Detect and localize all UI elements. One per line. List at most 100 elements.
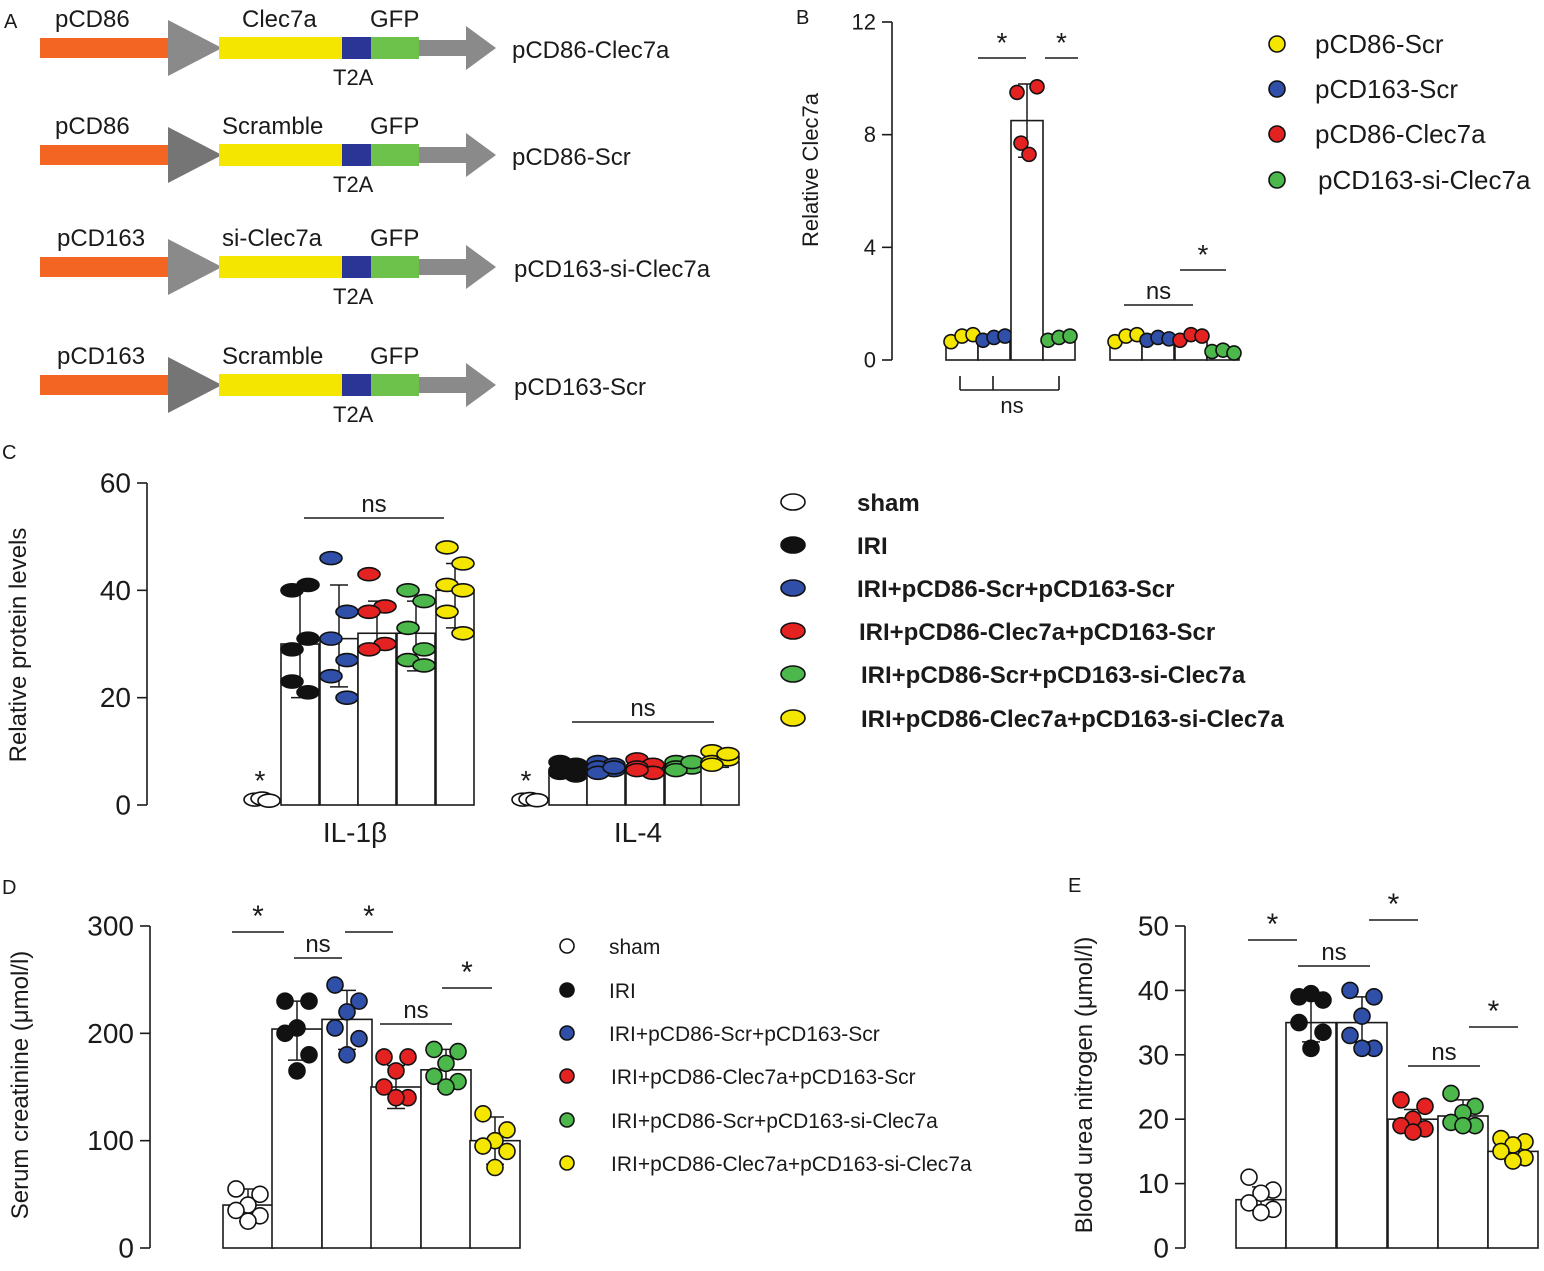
d-annotation: ns bbox=[403, 997, 428, 1024]
promoter-bar bbox=[40, 38, 170, 58]
d-annotation: * bbox=[461, 956, 473, 989]
c-data-point bbox=[319, 550, 343, 566]
d-y-tick-label: 300 bbox=[87, 911, 134, 942]
promoter-arrow bbox=[168, 127, 222, 183]
d-data-point bbox=[474, 1105, 492, 1123]
construct-name: pCD86-Scr bbox=[512, 144, 631, 171]
c-data-point bbox=[412, 642, 436, 657]
d-data-point bbox=[326, 976, 344, 994]
e-y-tick-label: 30 bbox=[1138, 1039, 1169, 1070]
d-data-point bbox=[276, 992, 294, 1010]
gfp-bar bbox=[371, 374, 419, 396]
c-data-point bbox=[451, 556, 475, 571]
e-annotation: * bbox=[1488, 995, 1500, 1028]
d-data-point bbox=[288, 1062, 306, 1080]
t2a-label: T2A bbox=[333, 172, 374, 197]
c-data-point bbox=[296, 684, 320, 700]
d-data-point bbox=[350, 992, 368, 1010]
c-data-point bbox=[335, 604, 359, 620]
c-data-point bbox=[280, 642, 304, 657]
d-y-tick-label: 200 bbox=[87, 1018, 134, 1049]
tail-bar bbox=[419, 147, 468, 163]
d-legend-label: sham bbox=[609, 936, 660, 959]
tail-arrow bbox=[466, 363, 496, 407]
d-data-point bbox=[486, 1158, 504, 1177]
c-legend-marker bbox=[780, 536, 806, 554]
c-annotation: * bbox=[255, 765, 266, 796]
gfp-label: GFP bbox=[370, 113, 419, 140]
b-data-point bbox=[1194, 328, 1210, 344]
c-data-point bbox=[296, 577, 320, 593]
insert-bar bbox=[219, 37, 342, 59]
c-data-point bbox=[451, 625, 475, 641]
d-data-point bbox=[449, 1042, 467, 1061]
insert-bar bbox=[219, 374, 342, 396]
c-y-axis-title: Relative protein levels bbox=[5, 528, 32, 763]
c-y-tick-label: 20 bbox=[100, 682, 131, 713]
e-y-axis-title: Blood urea nitrogen (μmol/l) bbox=[1071, 937, 1098, 1234]
e-data-point bbox=[1302, 984, 1320, 1003]
d-legend-marker bbox=[559, 1112, 575, 1128]
e-y-tick-label: 10 bbox=[1138, 1168, 1169, 1199]
d-data-point bbox=[399, 1048, 417, 1066]
c-data-point bbox=[257, 793, 281, 809]
e-data-point bbox=[1392, 1091, 1410, 1109]
c-data-point bbox=[700, 757, 724, 773]
d-legend-marker bbox=[559, 1025, 575, 1041]
e-bar bbox=[1437, 1115, 1489, 1249]
promoter-bar bbox=[40, 257, 170, 277]
d-data-point bbox=[498, 1121, 516, 1139]
b-legend-label: pCD86-Clec7a bbox=[1315, 119, 1486, 149]
panel-label-a: A bbox=[4, 11, 18, 33]
b-y-tick-label: 0 bbox=[864, 348, 876, 373]
c-data-point bbox=[525, 792, 549, 808]
c-legend-marker bbox=[780, 665, 806, 683]
c-data-point bbox=[396, 620, 420, 636]
d-y-axis-title: Serum creatinine (μmol/l) bbox=[7, 951, 34, 1220]
c-annotation: ns bbox=[361, 491, 386, 518]
construct-name: pCD163-Scr bbox=[514, 374, 646, 401]
d-data-point bbox=[300, 1046, 318, 1064]
c-data-point bbox=[319, 631, 343, 646]
d-data-point bbox=[387, 1088, 405, 1107]
insert-label: Scramble bbox=[222, 343, 323, 370]
b-y-tick-label: 8 bbox=[864, 122, 876, 147]
c-data-point bbox=[412, 658, 436, 673]
e-data-point bbox=[1353, 1007, 1371, 1025]
d-data-point bbox=[375, 1048, 393, 1066]
e-bar bbox=[1387, 1118, 1439, 1249]
d-legend-label: IRI+pCD86-Scr+pCD163-Scr bbox=[609, 1023, 880, 1046]
d-legend-marker bbox=[559, 938, 575, 954]
t2a-label: T2A bbox=[333, 65, 374, 90]
b-legend-marker bbox=[1268, 35, 1286, 53]
panel-label-d: D bbox=[2, 877, 16, 899]
tail-arrow bbox=[466, 26, 496, 70]
e-data-point bbox=[1504, 1152, 1522, 1170]
c-data-point bbox=[602, 760, 626, 775]
b-legend-label: pCD163-Scr bbox=[1315, 74, 1458, 104]
promoter-bar bbox=[40, 145, 170, 165]
e-data-point bbox=[1341, 981, 1359, 1000]
tail-arrow bbox=[466, 245, 496, 289]
c-data-point bbox=[451, 583, 475, 598]
c-x-tick-label: IL-1β bbox=[323, 817, 387, 848]
c-data-point bbox=[335, 652, 359, 668]
c-data-point bbox=[435, 540, 459, 555]
e-bar bbox=[1285, 1021, 1337, 1249]
d-data-point bbox=[227, 1201, 245, 1220]
construct-name: pCD163-si-Clec7a bbox=[514, 256, 711, 283]
d-data-point bbox=[276, 1024, 294, 1043]
c-data-point bbox=[357, 604, 381, 620]
gfp-bar bbox=[371, 37, 419, 59]
b-annotation: * bbox=[1198, 239, 1209, 270]
promoter-arrow bbox=[168, 20, 222, 76]
e-data-point bbox=[1492, 1142, 1510, 1161]
b-legend-label: pCD163-si-Clec7a bbox=[1318, 165, 1531, 195]
c-data-point bbox=[396, 583, 420, 598]
e-annotation: ns bbox=[1431, 1039, 1456, 1066]
e-annotation: * bbox=[1267, 908, 1279, 941]
b-annotation: ns bbox=[1000, 393, 1023, 418]
e-y-tick-label: 20 bbox=[1138, 1104, 1169, 1135]
e-data-point bbox=[1302, 1039, 1320, 1058]
